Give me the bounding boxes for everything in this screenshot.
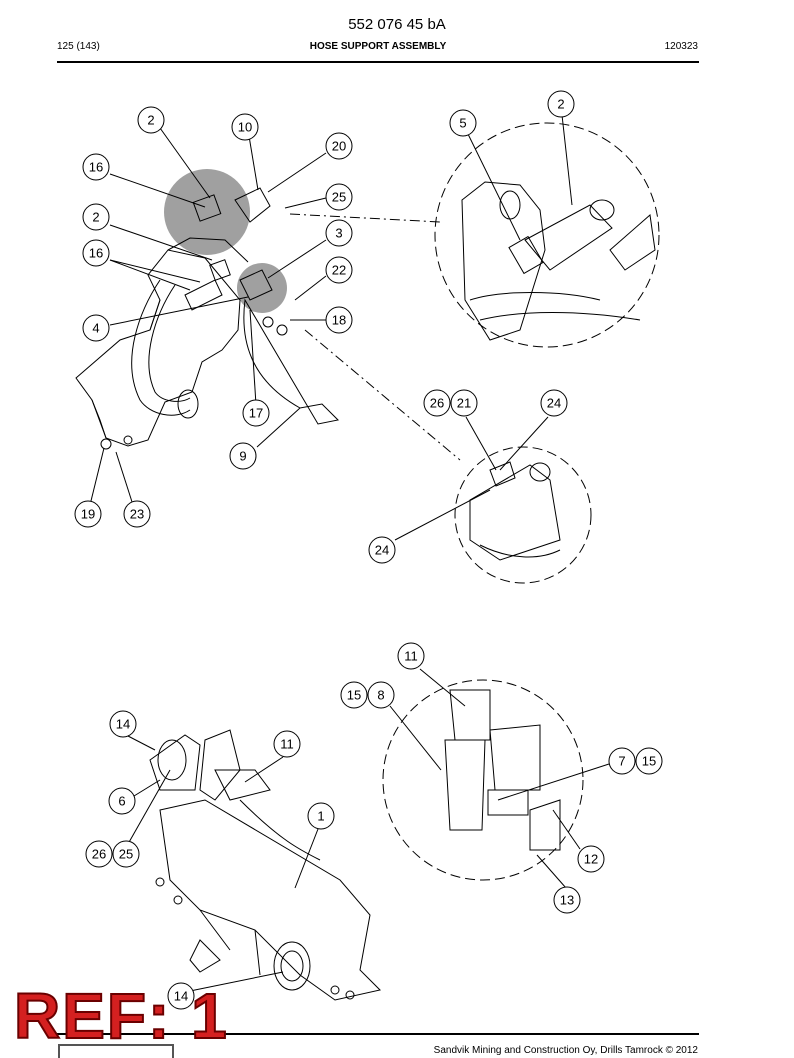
callout-6: 6 bbox=[118, 794, 125, 809]
callout-25: 25 bbox=[332, 190, 346, 205]
page-count: 125 (143) bbox=[57, 41, 100, 52]
callout-17: 17 bbox=[249, 406, 263, 421]
detail-leader-upper bbox=[289, 213, 441, 223]
reference-stamp: REF: 1 bbox=[13, 980, 229, 1052]
footer-divider bbox=[57, 1033, 699, 1035]
callout-24: 24 bbox=[547, 396, 561, 411]
callout-8: 8 bbox=[377, 688, 384, 703]
callout-2: 2 bbox=[92, 210, 99, 225]
callout-2: 2 bbox=[147, 113, 154, 128]
document-number: 552 076 45 bA bbox=[348, 16, 446, 33]
page-title: HOSE SUPPORT ASSEMBLY bbox=[309, 41, 447, 52]
page-date: 120323 bbox=[664, 41, 698, 52]
callout-3: 3 bbox=[335, 226, 342, 241]
callout-1: 1 bbox=[317, 809, 324, 824]
detail-leader-lower bbox=[304, 329, 461, 461]
header-divider bbox=[57, 61, 699, 63]
callout-9: 9 bbox=[239, 449, 246, 464]
callout-bubbles bbox=[74, 90, 663, 1010]
detail-view-elbow-fittings bbox=[382, 679, 584, 881]
callout-14: 14 bbox=[174, 989, 188, 1004]
callout-20: 20 bbox=[332, 139, 346, 154]
callout-26: 26 bbox=[430, 396, 444, 411]
lower-hose-support-assembly bbox=[149, 729, 381, 1001]
footer-copyright: Sandvik Mining and Construction Oy, Dril… bbox=[433, 1045, 698, 1056]
detail-view-lower-fitting bbox=[454, 446, 592, 584]
company-logo bbox=[58, 1044, 174, 1058]
callout-16: 16 bbox=[89, 246, 103, 261]
callout-22: 22 bbox=[332, 263, 346, 278]
callout-10: 10 bbox=[238, 120, 252, 135]
callout-24: 24 bbox=[375, 543, 389, 558]
callout-15: 15 bbox=[642, 754, 656, 769]
detail-view-upper-fitting bbox=[434, 122, 660, 348]
callout-14: 14 bbox=[116, 717, 130, 732]
callout-11: 11 bbox=[404, 649, 418, 664]
callout-19: 19 bbox=[81, 507, 95, 522]
callout-23: 23 bbox=[130, 507, 144, 522]
callout-16: 16 bbox=[89, 160, 103, 175]
upper-clamp-shading bbox=[164, 169, 250, 255]
callout-7: 7 bbox=[618, 754, 625, 769]
callout-15: 15 bbox=[347, 688, 361, 703]
callout-21: 21 bbox=[457, 396, 471, 411]
callout-13: 13 bbox=[560, 893, 574, 908]
callout-12: 12 bbox=[584, 852, 598, 867]
upper-hose-support-assembly bbox=[75, 169, 340, 450]
callout-2: 2 bbox=[557, 97, 564, 112]
callout-25: 25 bbox=[119, 847, 133, 862]
callout-26: 26 bbox=[92, 847, 106, 862]
callout-leaders bbox=[89, 114, 610, 992]
callout-5: 5 bbox=[459, 116, 466, 131]
callout-11: 11 bbox=[280, 737, 294, 752]
callout-4: 4 bbox=[92, 321, 99, 336]
callout-18: 18 bbox=[332, 313, 346, 328]
